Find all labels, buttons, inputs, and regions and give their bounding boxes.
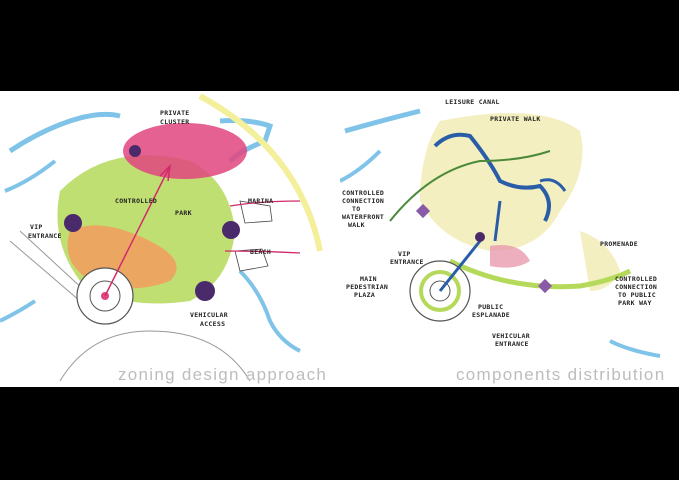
water-edge <box>8 111 121 154</box>
label-public-esplanade: PUBLIC <box>478 303 503 311</box>
label-marina: MARINA <box>248 197 273 205</box>
vip-node <box>64 214 82 232</box>
zoning-panel: PRIVATE CLUSTER CONTROLLED PARK MARINA B… <box>0 91 340 387</box>
components-sketch: LEISURE CANAL PRIVATE WALK CONTROLLED CO… <box>340 98 661 358</box>
esplanade-zone <box>490 245 530 268</box>
label-vip-entrance: VIP <box>30 223 43 231</box>
water-edge <box>0 299 37 323</box>
plaza-node <box>475 232 485 242</box>
label-controlled-park: PARK <box>175 209 192 217</box>
canal <box>433 132 551 222</box>
label-private-cluster: PRIVATE <box>160 109 190 117</box>
label-private-cluster: CLUSTER <box>160 118 190 126</box>
label-vehicular-access: ACCESS <box>200 320 225 328</box>
road <box>19 230 86 292</box>
label-public-esplanade: ESPLANADE <box>472 311 510 319</box>
main-axis <box>104 165 171 297</box>
label-public-park: CONNECTION <box>615 283 657 291</box>
sand-zone <box>580 231 620 291</box>
private-node <box>129 145 141 157</box>
label-vehicular-entrance: ENTRANCE <box>495 340 529 348</box>
private-zone <box>123 123 247 179</box>
label-public-park: PARK WAY <box>618 299 652 307</box>
label-vip-entrance: ENTRANCE <box>28 232 62 240</box>
marina-node <box>222 221 240 239</box>
water-edge <box>238 269 301 353</box>
road <box>59 330 251 382</box>
label-main-plaza: MAIN <box>360 275 377 283</box>
label-beach: BEACH <box>250 248 271 256</box>
label-promenade: PROMENADE <box>600 240 638 248</box>
label-controlled-connection: TO <box>352 205 360 213</box>
label-controlled-park: CONTROLLED <box>115 197 157 205</box>
diagram-band: PRIVATE CLUSTER CONTROLLED PARK MARINA B… <box>0 91 679 387</box>
label-controlled-connection: CONNECTION <box>342 197 384 205</box>
label-vip-entrance: ENTRANCE <box>390 258 424 266</box>
roundabout-inner <box>89 280 121 312</box>
land-shape <box>239 200 273 224</box>
roundabout-ring <box>419 270 461 312</box>
marina-arrow <box>229 200 301 207</box>
canal <box>539 178 567 192</box>
pedestrian-arrow <box>493 200 502 242</box>
label-main-plaza: PLAZA <box>354 291 375 299</box>
label-vehicular-entrance: VEHICULAR <box>492 332 530 340</box>
vehicular-node <box>195 281 215 301</box>
water-edge <box>340 149 382 183</box>
pedestrian-arrow <box>438 240 482 292</box>
road <box>9 240 81 302</box>
green-walk <box>448 258 632 290</box>
label-private-walk: PRIVATE WALK <box>490 115 541 123</box>
label-leisure-canal: LEISURE CANAL <box>445 98 500 106</box>
water-edge <box>344 108 421 134</box>
axis-arrow <box>159 163 172 182</box>
beach-arrow <box>224 250 301 254</box>
water-edge <box>4 159 57 193</box>
label-vip-entrance: VIP <box>398 250 411 258</box>
esplanade-node <box>537 278 553 294</box>
label-public-park: CONTROLLED <box>615 275 657 283</box>
components-caption: components distribution <box>456 365 666 384</box>
green-walk <box>389 150 551 222</box>
zoning-sketch: PRIVATE CLUSTER CONTROLLED PARK MARINA B… <box>0 93 323 382</box>
label-controlled-connection: WALK <box>348 221 365 229</box>
roundabout-core <box>429 280 451 302</box>
buffer-arc <box>198 93 323 252</box>
label-main-plaza: PEDESTRIAN <box>346 283 388 291</box>
land-shape <box>234 248 269 272</box>
label-public-park: TO PUBLIC <box>618 291 656 299</box>
label-controlled-connection: CONTROLLED <box>342 189 384 197</box>
zoning-caption: zoning design approach <box>118 365 328 384</box>
label-vehicular-access: VEHICULAR <box>190 311 228 319</box>
water-edge <box>609 339 661 358</box>
components-panel: LEISURE CANAL PRIVATE WALK CONTROLLED CO… <box>340 91 679 387</box>
vip-node <box>415 203 431 219</box>
label-controlled-connection: WATERFRONT <box>342 213 384 221</box>
